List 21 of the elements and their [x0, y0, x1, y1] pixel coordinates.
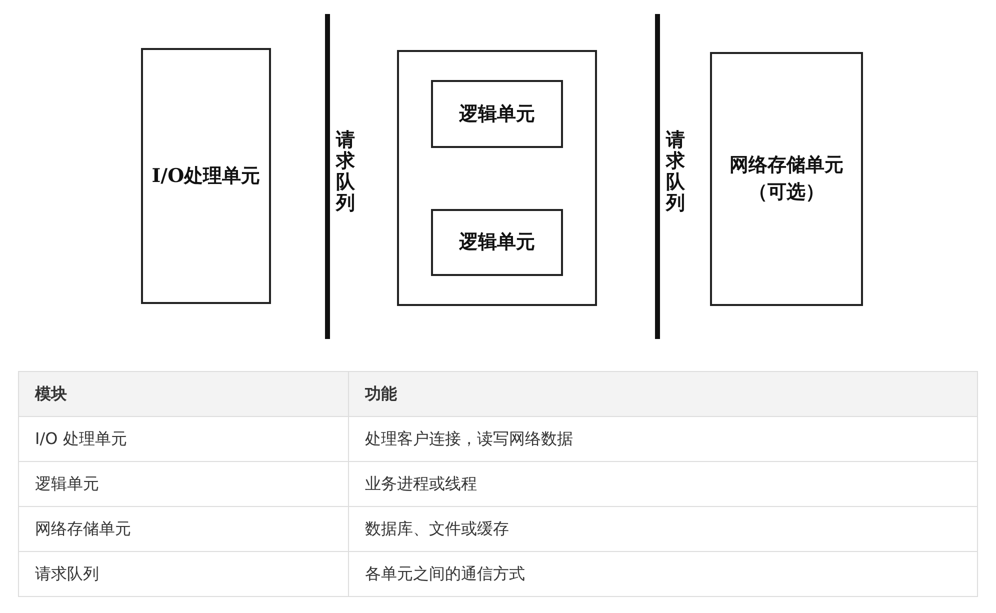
table-cell: 请求队列	[18, 552, 348, 596]
table-cell: 数据库、文件或缓存	[348, 506, 978, 552]
table-cell: 业务进程或线程	[348, 462, 978, 506]
table-cell: 逻辑单元	[18, 462, 348, 506]
unit-box	[710, 52, 863, 306]
header-cell: 功能	[348, 372, 978, 416]
unit-label: 网络存储单元（可选）	[728, 153, 844, 205]
queue-label: 请求队列	[336, 130, 355, 214]
table-cell: I/O 处理单元	[18, 416, 348, 462]
unit-label: 逻辑单元	[459, 102, 535, 127]
table-cell: 网络存储单元	[18, 506, 348, 552]
unit-box	[431, 209, 563, 276]
unit-label: 逻辑单元	[459, 230, 535, 256]
table-cell: 各单元之间的通信方式	[348, 552, 978, 596]
header-cell: 模块	[18, 372, 348, 416]
container-box	[397, 50, 597, 306]
queue-label: 请求队列	[666, 130, 685, 214]
unit-label: I/O处理单元	[152, 164, 260, 189]
unit-box	[431, 80, 563, 148]
unit-box	[141, 48, 271, 304]
table-cell: 处理客户连接，读写网络数据	[348, 416, 978, 462]
